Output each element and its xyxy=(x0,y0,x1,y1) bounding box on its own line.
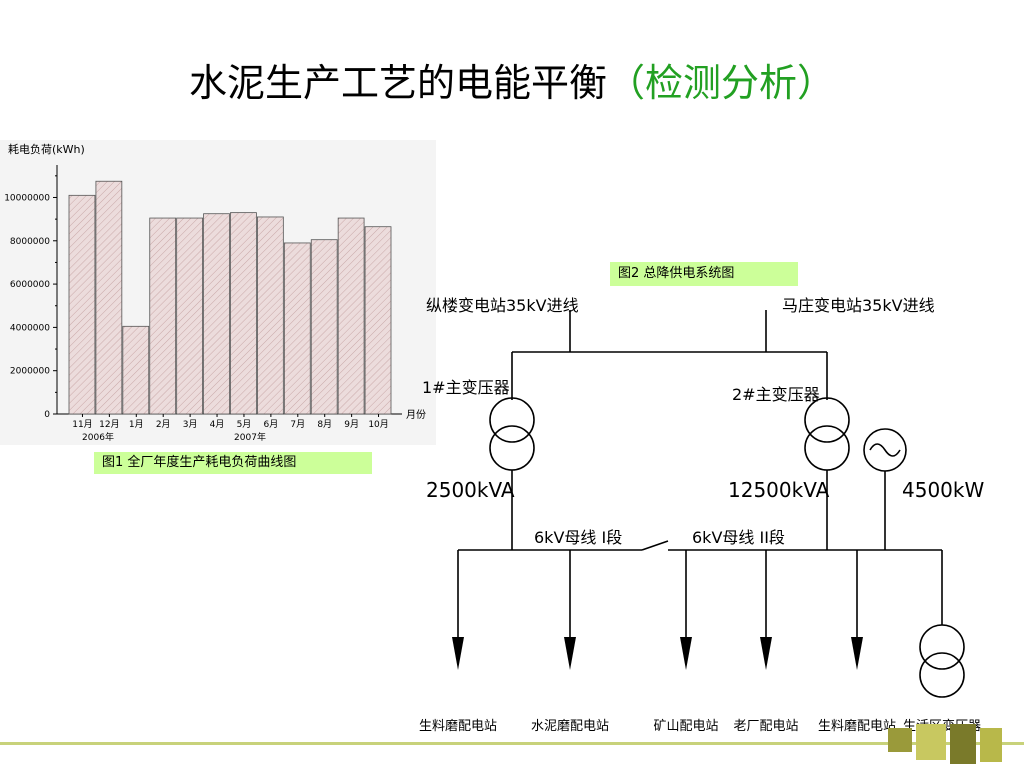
year-2006-label: 2006年 xyxy=(82,431,114,443)
y-tick-label: 2000000 xyxy=(10,367,50,377)
bar-12月 xyxy=(95,180,123,415)
x-axis: 11月 12月 1月 2月 3月 4月 5月 6月 7月 8月 9月 10月 xyxy=(72,414,389,430)
x-tick-label: 7月 xyxy=(290,419,305,430)
slide-title: 水泥生产工艺的电能平衡（检测分析） xyxy=(0,52,1024,107)
power-supply-diagram: 纵楼变电站35kV进线 马庄变电站35kV进线 1#主变压器 2#主变压器 25… xyxy=(419,296,984,734)
fig2-caption: 图2 总降供电系统图 xyxy=(610,262,798,286)
x-tick-label: 9月 xyxy=(344,419,359,430)
footer-square-2 xyxy=(916,724,946,760)
energy-bar-chart: 耗电负荷(kWh) 0 2000000 4000000 6000000 8000000 1… xyxy=(4,142,426,443)
title-main: 水泥生产工艺的电能平衡 xyxy=(188,61,607,105)
y-axis-label: 耗电负荷(kWh) xyxy=(8,142,85,156)
feeder-label: 生料磨配电站 xyxy=(818,719,896,734)
feeder-arrow-1 xyxy=(452,637,464,670)
line2-label: 马庄变电站35kV进线 xyxy=(782,296,935,315)
bar-5月 xyxy=(230,212,257,415)
generator-rating: 4500kW xyxy=(902,478,984,502)
y-tick-label: 6000000 xyxy=(10,280,50,290)
feeder-arrow-4 xyxy=(760,637,772,670)
line1-label: 纵楼变电站35kV进线 xyxy=(426,296,579,315)
footer-square-4 xyxy=(980,728,1002,762)
footer-square-1 xyxy=(888,728,912,752)
x-axis-label: 月份 xyxy=(406,409,426,421)
bar-8月 xyxy=(310,239,338,415)
bar-7月 xyxy=(283,242,311,415)
x-tick-label: 6月 xyxy=(264,419,279,430)
bar-series xyxy=(68,180,392,415)
feeder-arrows xyxy=(452,637,863,670)
footer-rule xyxy=(0,742,1024,745)
bus1-label: 6kV母线 I段 xyxy=(534,528,622,547)
x-tick-label: 12月 xyxy=(99,419,119,430)
feeder-arrow-3 xyxy=(680,637,692,670)
y-axis: 0 2000000 4000000 6000000 8000000 10000000 xyxy=(4,175,57,420)
feeder-label: 水泥磨配电站 xyxy=(531,719,609,734)
transformer1-label: 1#主变压器 xyxy=(422,378,510,397)
title-accent: （检测分析） xyxy=(607,61,836,105)
bar-2月 xyxy=(149,217,177,415)
bar-11月 xyxy=(68,194,96,415)
x-tick-label: 3月 xyxy=(183,419,198,430)
feeder-label: 矿山配电站 xyxy=(653,719,718,734)
x-tick-label: 10月 xyxy=(368,419,388,430)
x-tick-label: 4月 xyxy=(210,419,225,430)
transformer2-label: 2#主变压器 xyxy=(732,385,820,404)
x-tick-label: 5月 xyxy=(237,419,252,430)
bar-3月 xyxy=(176,217,203,415)
bar-10月 xyxy=(364,226,392,415)
chart-panel: 耗电负荷(kWh) 0 2000000 4000000 6000000 8000000 1… xyxy=(0,140,436,445)
feeder-label: 老厂配电站 xyxy=(733,719,798,734)
bar-6月 xyxy=(257,216,284,415)
x-tick-label: 1月 xyxy=(129,419,144,430)
fig1-caption: 图1 全厂年度生产耗电负荷曲线图 xyxy=(94,452,372,474)
y-tick-label: 8000000 xyxy=(10,237,50,247)
x-tick-label: 8月 xyxy=(317,419,332,430)
feeder-arrow-5 xyxy=(851,637,863,670)
feeder-label: 生料磨配电站 xyxy=(419,719,497,734)
transformer1-rating: 2500kVA xyxy=(426,478,515,502)
feeder-arrow-2 xyxy=(564,637,576,670)
bar-9月 xyxy=(337,217,365,415)
x-tick-label: 11月 xyxy=(72,419,92,430)
footer-square-3 xyxy=(950,724,976,764)
year-2007-label: 2007年 xyxy=(234,431,266,443)
x-tick-label: 2月 xyxy=(156,419,171,430)
bar-1月 xyxy=(122,325,150,415)
bus2-label: 6kV母线 II段 xyxy=(692,528,785,547)
y-tick-label: 10000000 xyxy=(4,193,50,203)
y-tick-label: 4000000 xyxy=(10,323,50,333)
bar-4月 xyxy=(203,213,230,415)
transformer2-rating: 12500kVA xyxy=(728,478,830,502)
y-tick-label: 0 xyxy=(44,410,50,420)
